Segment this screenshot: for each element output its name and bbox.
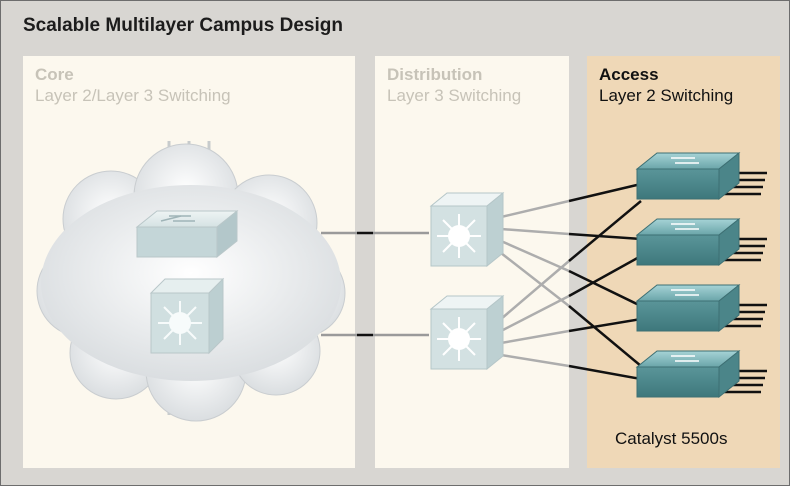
diagram-title: Scalable Multilayer Campus Design (23, 15, 343, 36)
core-distribution-links (321, 231, 429, 337)
access-layer-subtitle: Layer 2 Switching (599, 86, 734, 105)
access-switch-1-icon (635, 151, 767, 201)
access-switch-3-icon (635, 283, 767, 333)
distribution-layer-panel: Distribution Layer 3 Switching (375, 56, 569, 468)
distribution-switch-1-icon (429, 191, 505, 268)
access-switch-4-icon (635, 349, 767, 399)
distribution-layer-subtitle: Layer 3 Switching (387, 86, 522, 105)
access-layer-title: Access (599, 65, 659, 84)
distribution-layer-title: Distribution (387, 65, 483, 84)
distribution-switch-2-icon (429, 294, 505, 371)
access-switch-caption: Catalyst 5500s (615, 429, 728, 448)
access-switch-2-icon (635, 217, 767, 267)
core-multilayer-switch-icon (149, 277, 225, 355)
core-layer-subtitle: Layer 2/Layer 3 Switching (35, 86, 231, 105)
distribution-access-links (500, 182, 642, 381)
core-layer2-switch-icon (135, 209, 239, 259)
core-layer-title: Core (35, 65, 74, 84)
